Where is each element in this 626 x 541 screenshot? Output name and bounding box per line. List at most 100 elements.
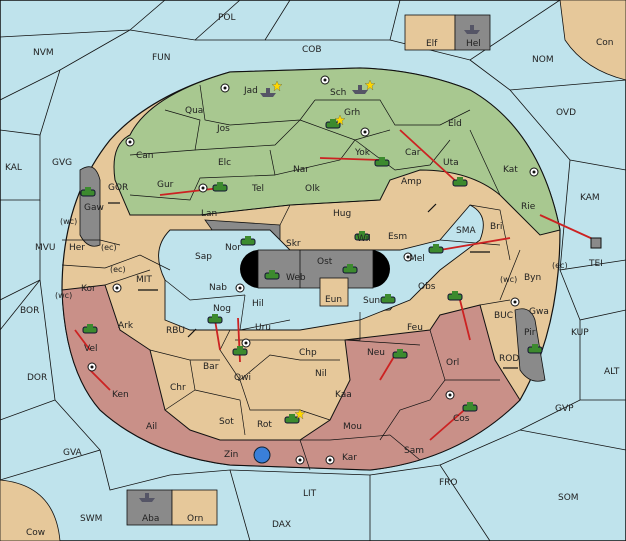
land-labels: Con Cow Elf Hel Aba Orn Jad Sch Qua Jos …: [26, 38, 614, 538]
land-label-gur: Gur: [157, 180, 174, 190]
fleet-unit-icon: [260, 88, 276, 97]
land-label-nog: Nog: [213, 304, 231, 314]
region-red: [61, 284, 521, 471]
sea-label-nom: NOM: [532, 55, 554, 65]
land-label-byn: Byn: [524, 273, 541, 283]
army-unit-icon: [447, 291, 463, 301]
army-unit-icon: [212, 182, 228, 192]
coast-labels: (wc) (ec) (ec) (wc) (wc) (ec): [55, 217, 568, 300]
sea-label-fun: FUN: [152, 53, 171, 63]
army-unit-icon: [527, 344, 543, 354]
territory-borders: [61, 84, 521, 471]
land-label-chp: Chp: [299, 348, 317, 358]
coast-label-ec: (ec): [101, 243, 117, 252]
coast-label-ec: (ec): [110, 265, 126, 274]
sea-label-bor: BOR: [20, 306, 39, 316]
army-unit-icon: [462, 402, 478, 412]
land-label-kaa: Kaa: [335, 390, 352, 400]
land-label-pir: Pir: [524, 328, 536, 338]
land-label-car: Car: [405, 148, 421, 158]
land-label-uru: Uru: [255, 323, 271, 333]
army-units: [80, 119, 543, 424]
sea-label-kal: KAL: [5, 163, 22, 173]
land-label-rot: Rot: [257, 420, 272, 430]
land-label-sap: Sap: [195, 252, 212, 262]
land-label-elf: Elf: [426, 39, 438, 49]
sea-label-kam: KAM: [580, 193, 600, 203]
land-label-sun: Sun: [363, 296, 380, 306]
army-unit-icon: [207, 314, 223, 324]
land-label-elc: Elc: [218, 158, 231, 168]
territory-elf: [404, 14, 456, 51]
coast-label-ec: (ec): [552, 261, 568, 270]
army-unit-icon: [392, 349, 408, 359]
land-label-obs: Obs: [418, 282, 436, 292]
land-label-hel: Hel: [466, 39, 481, 49]
land-label-ark: Ark: [118, 321, 134, 331]
army-unit-icon: [380, 294, 396, 304]
sea-label-gvg: GVG: [52, 158, 72, 168]
land-label-ail: Ail: [146, 422, 157, 432]
sea-label-pol: POL: [218, 13, 236, 23]
fleet-units: [139, 25, 602, 502]
army-unit-icon: [342, 264, 358, 274]
land-label-tel: Tel: [251, 184, 264, 194]
coast-label-wc: (wc): [60, 217, 77, 226]
sea-label-rbu: RBU: [166, 326, 185, 336]
land-label-cow: Cow: [26, 528, 45, 538]
land-label-ost: Ost: [317, 257, 333, 267]
land-label-yok: Yok: [354, 148, 371, 158]
land-label-neu: Neu: [367, 348, 385, 358]
army-unit-icon: [240, 236, 256, 246]
land-label-kar: Kar: [342, 453, 357, 463]
army-unit-icon: [232, 346, 248, 356]
army-unit-icon: [80, 187, 96, 197]
land-label-can: Can: [136, 151, 154, 161]
army-unit-icon: [452, 177, 468, 187]
sea-label-gor: GOR: [108, 183, 128, 193]
sea-label-gva: GVA: [63, 448, 83, 458]
land-label-skr: Skr: [286, 239, 301, 249]
sea-label-mit: MIT: [136, 275, 152, 285]
sea-label-dor: DOR: [27, 373, 47, 383]
fleet-unit-icon: [139, 493, 155, 502]
sea-label-buc: BUC: [494, 311, 513, 321]
sea-label-lit: LIT: [303, 489, 317, 499]
land-label-sot: Sot: [219, 417, 234, 427]
land-label-bri: Bri: [490, 222, 502, 232]
sea-label-swm: SWM: [80, 514, 102, 524]
land-label-eun: Eun: [325, 295, 342, 305]
land-label-mel: Mel: [409, 254, 425, 264]
sea-label-alt: ALT: [604, 367, 620, 377]
fleet-unit-icon: [352, 85, 368, 94]
sea-label-cob: COB: [302, 45, 322, 55]
land-label-cos: Cos: [453, 414, 470, 424]
land-label-wil: Wil: [357, 234, 371, 244]
sea-label-fro: FRO: [439, 478, 458, 488]
territory-aba: [126, 489, 173, 526]
land-label-chr: Chr: [170, 383, 186, 393]
land-label-grh: Grh: [344, 108, 360, 118]
army-unit-icon: [284, 414, 300, 424]
territory-pir: [514, 308, 546, 382]
land-label-uta: Uta: [443, 158, 459, 168]
fleet-unit-icon: [464, 25, 480, 34]
land-label-nab: Nab: [209, 283, 227, 293]
land-label-olk: Olk: [305, 184, 321, 194]
sea-label-nvm: NVM: [33, 48, 54, 58]
land-label-sch: Sch: [330, 88, 346, 98]
territory-orn: [171, 489, 218, 526]
army-unit-icon: [264, 270, 280, 280]
land-label-esm: Esm: [388, 232, 407, 242]
land-label-amp: Amp: [401, 177, 422, 187]
land-label-hil: Hil: [252, 299, 264, 309]
land-label-con: Con: [596, 38, 614, 48]
land-label-ken: Ken: [112, 390, 129, 400]
land-label-gaw: Gaw: [84, 203, 104, 213]
army-unit-icon: [354, 231, 370, 241]
land-label-sam: Sam: [404, 446, 424, 456]
sea-label-kup: KUP: [571, 328, 589, 338]
